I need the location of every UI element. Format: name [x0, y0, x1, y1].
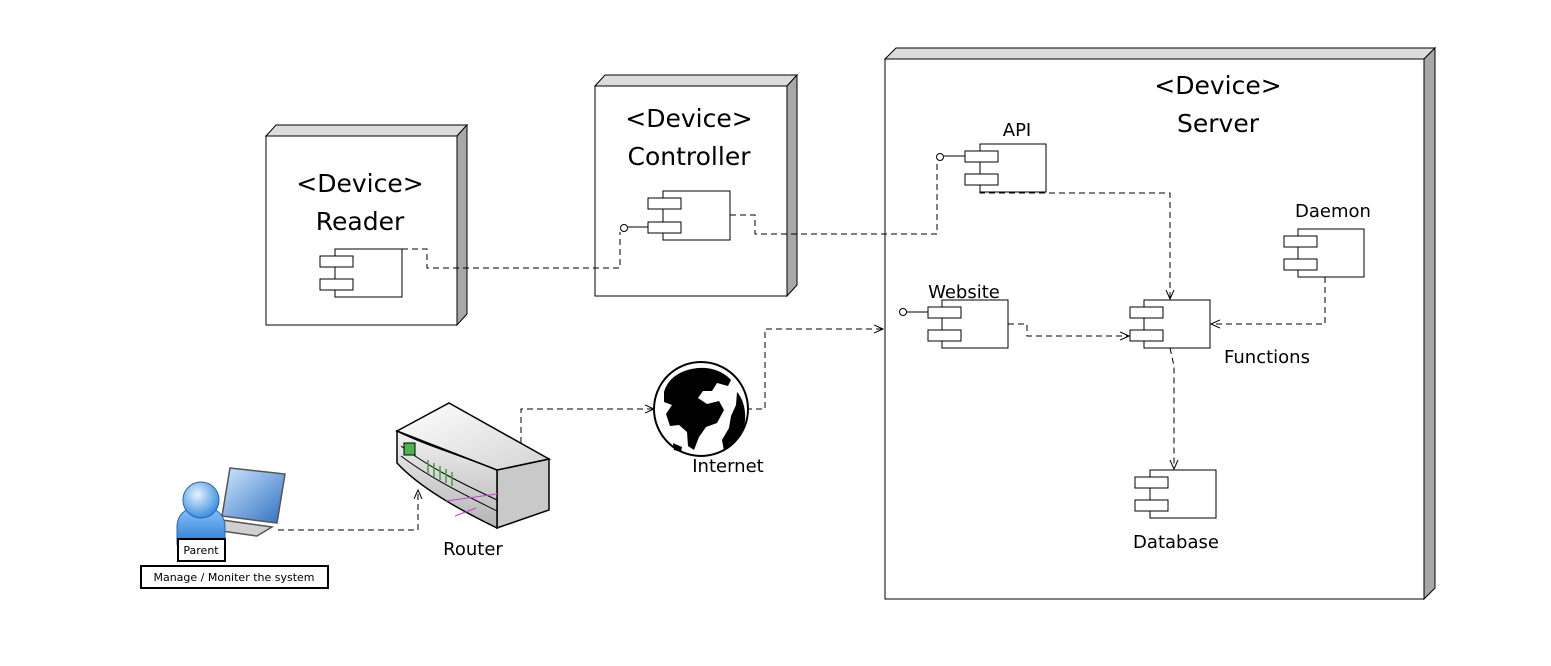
reader-controller-link	[402, 232, 621, 269]
parent-actor[interactable]: Parent Manage / Moniter the system	[140, 467, 329, 589]
person-icon	[176, 481, 226, 546]
globe-icon	[653, 361, 749, 457]
daemon-component[interactable]: Daemon	[1283, 201, 1371, 278]
reader-stereotype: <Device>	[296, 169, 423, 198]
controller-api-link	[730, 161, 938, 235]
database-component[interactable]: Database	[1133, 469, 1219, 553]
controller-stereotype: <Device>	[625, 104, 752, 133]
router-label: Router	[443, 539, 503, 560]
controller-node[interactable]: <Device> Controller	[593, 73, 799, 298]
parent-router-link	[278, 490, 418, 531]
connectors	[278, 161, 1326, 531]
website-component[interactable]: Website	[899, 282, 1009, 349]
internet-server-link	[746, 329, 883, 410]
functions-label: Functions	[1224, 347, 1310, 368]
website-functions-link	[1008, 323, 1129, 336]
parent-label: Parent	[183, 544, 219, 557]
database-label: Database	[1133, 532, 1219, 553]
router-icon	[395, 402, 552, 530]
parent-label-box: Parent	[177, 538, 226, 562]
website-label: Website	[928, 282, 1000, 303]
router-device[interactable]: Router	[395, 402, 552, 560]
controller-title: Controller	[628, 142, 752, 171]
reader-component[interactable]	[319, 248, 403, 298]
api-functions-link	[979, 192, 1170, 299]
parent-note: Manage / Moniter the system	[140, 565, 329, 589]
daemon-functions-link	[1211, 277, 1326, 324]
server-stereotype: <Device>	[1154, 71, 1281, 100]
internet-globe[interactable]: Internet	[653, 361, 764, 477]
server-node[interactable]: <Device> Server API Daemon Website	[883, 46, 1437, 601]
parent-note-text: Manage / Moniter the system	[153, 571, 314, 584]
server-title: Server	[1177, 109, 1260, 138]
router-internet-link	[520, 409, 654, 443]
controller-component[interactable]	[620, 190, 731, 241]
reader-title: Reader	[316, 207, 405, 236]
internet-label: Internet	[692, 456, 763, 477]
functions-component[interactable]: Functions	[1129, 299, 1310, 368]
daemon-label: Daemon	[1295, 201, 1371, 222]
api-label: API	[1003, 120, 1031, 141]
reader-node[interactable]: <Device> Reader	[264, 123, 469, 327]
api-component[interactable]: API	[936, 120, 1047, 193]
